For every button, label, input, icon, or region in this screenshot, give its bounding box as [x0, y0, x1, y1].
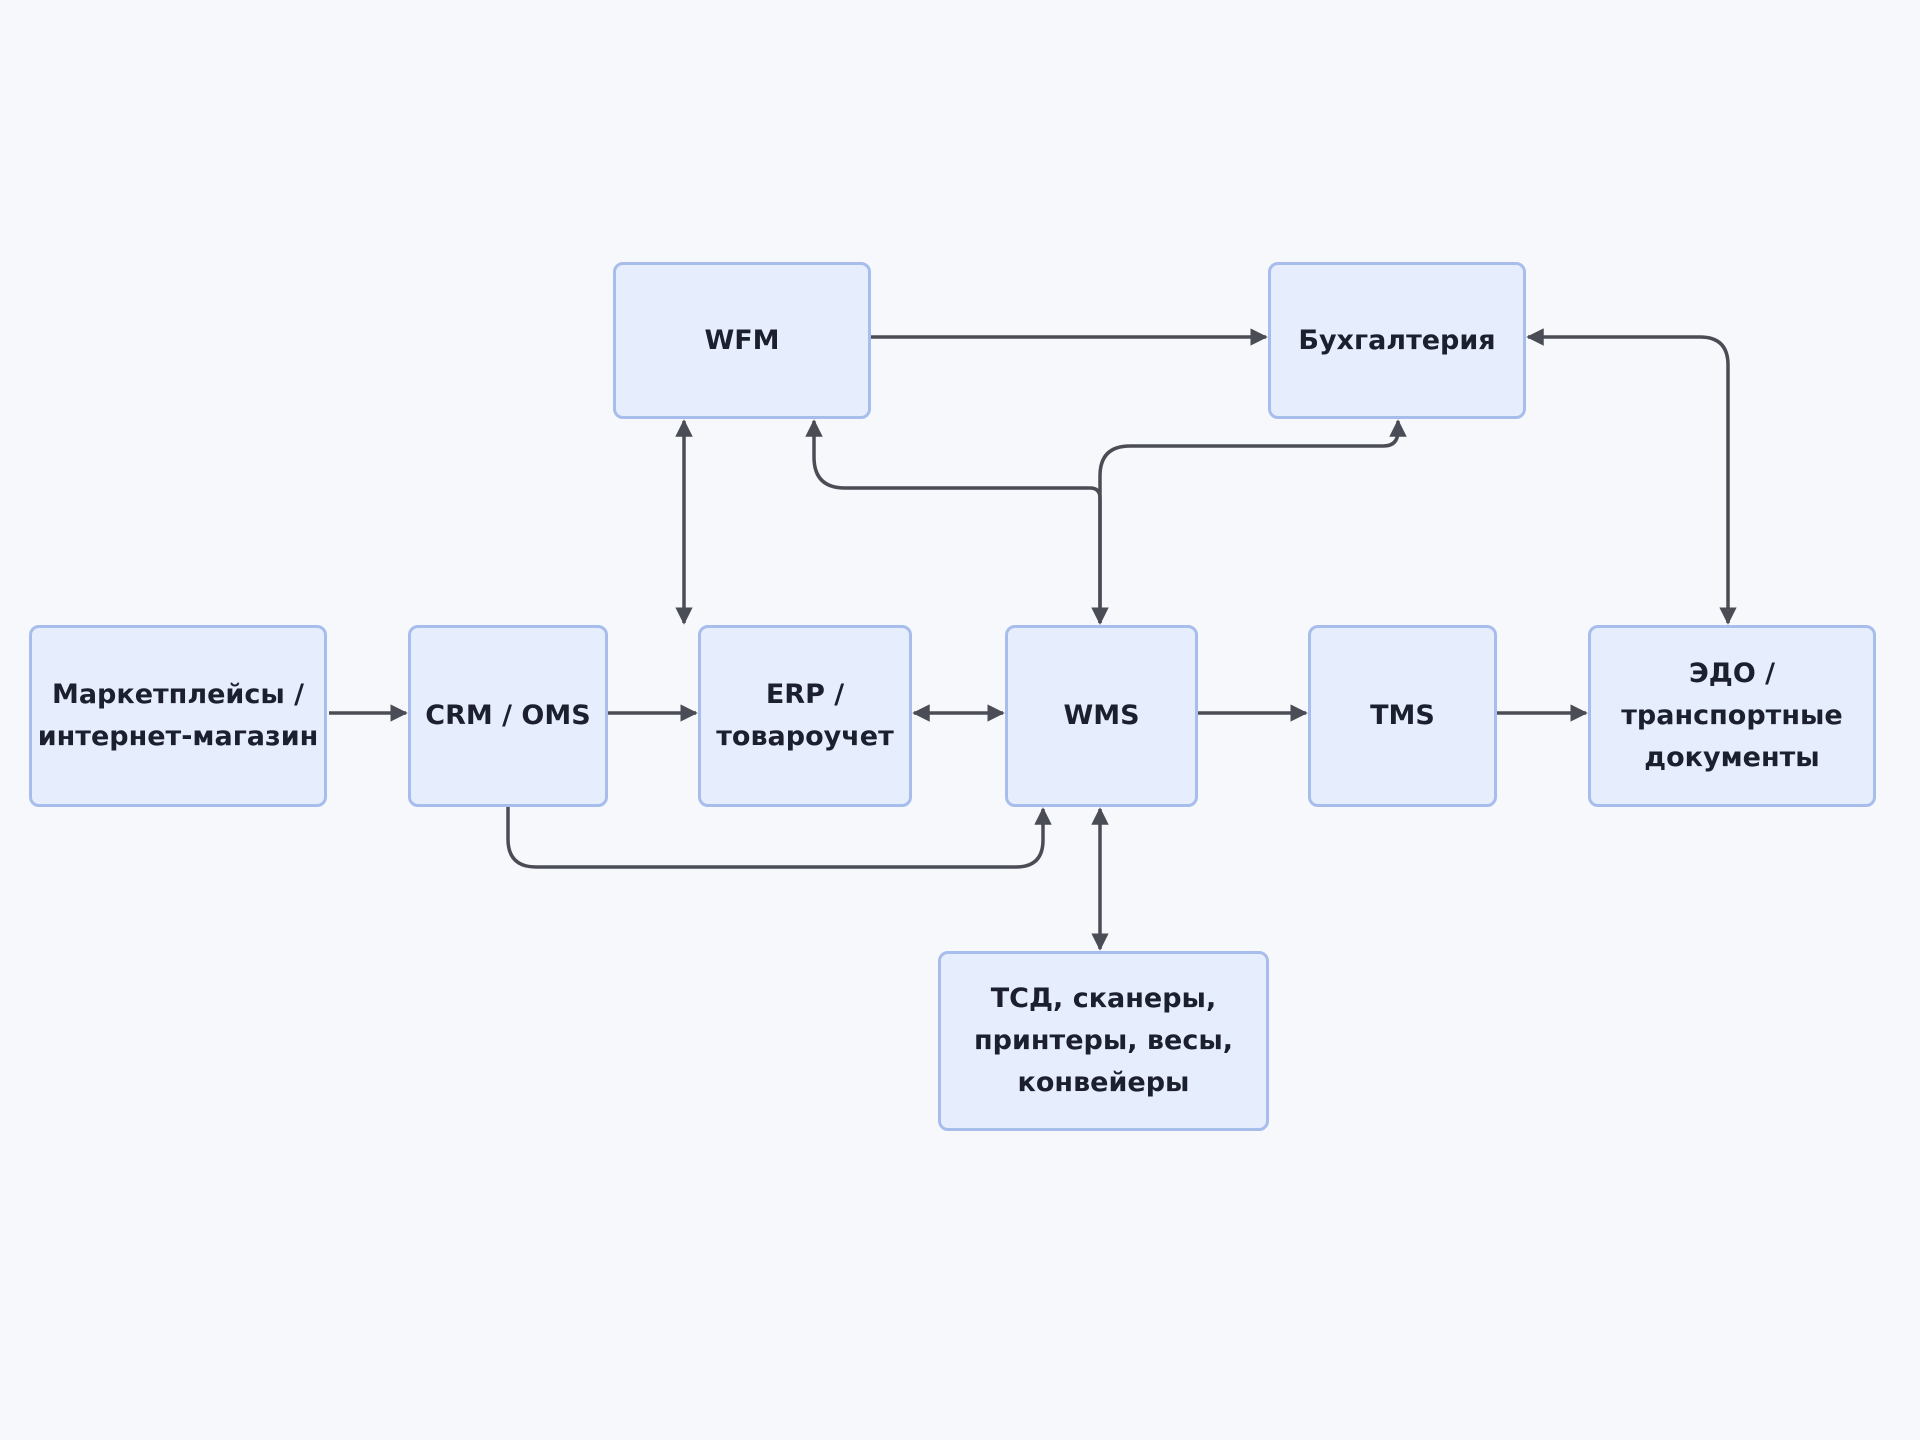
- node-wfm: WFM: [613, 262, 871, 419]
- node-crm-oms: CRM / OMS: [408, 625, 608, 807]
- node-devices-label: ТСД, сканеры, принтеры, весы, конвейеры: [974, 983, 1233, 1098]
- node-edo: ЭДО / транспортные документы: [1588, 625, 1876, 807]
- node-tms-label: TMS: [1370, 700, 1435, 731]
- node-marketplaces: Маркетплейсы / интернет-магазин: [29, 625, 327, 807]
- node-erp: ERP / товароучет: [698, 625, 912, 807]
- edge-crm-wms: [506, 807, 1052, 869]
- node-edo-label: ЭДО / транспортные документы: [1621, 658, 1843, 773]
- node-erp-label: ERP / товароучет: [716, 679, 894, 752]
- node-devices: ТСД, сканеры, принтеры, весы, конвейеры: [938, 951, 1269, 1131]
- node-accounting-label: Бухгалтерия: [1298, 324, 1496, 356]
- edge-buh-edo: [1526, 328, 1737, 625]
- node-tms: TMS: [1308, 625, 1497, 807]
- edge-wms-buh: [1091, 419, 1407, 625]
- node-crm-oms-label: CRM / OMS: [425, 700, 591, 731]
- node-accounting: Бухгалтерия: [1268, 262, 1526, 419]
- edge-wms-wfm: [805, 419, 1109, 625]
- node-marketplaces-label: Маркетплейсы / интернет-магазин: [37, 679, 319, 752]
- node-wms-label: WMS: [1063, 700, 1140, 731]
- node-wfm-label: WFM: [704, 324, 780, 356]
- node-wms: WMS: [1005, 625, 1198, 807]
